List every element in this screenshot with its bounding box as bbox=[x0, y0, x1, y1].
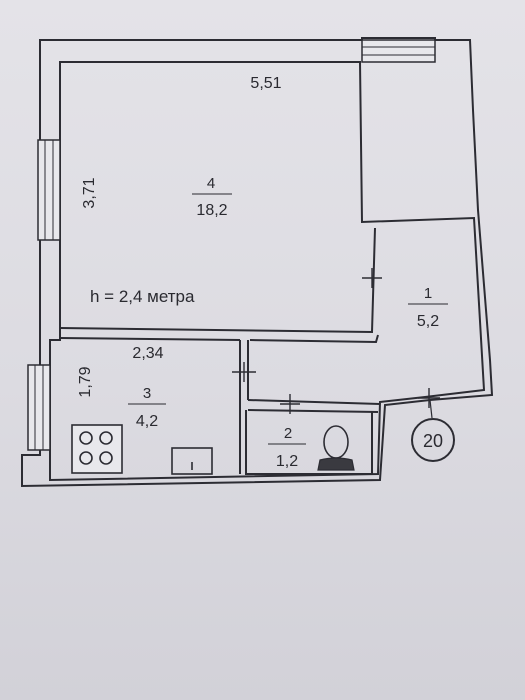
room-number: 1 bbox=[424, 285, 432, 302]
room-area: 5,2 bbox=[417, 313, 439, 330]
apartment-number-badge: 20 bbox=[411, 399, 455, 462]
room-1-label: 1 5,2 bbox=[408, 285, 448, 330]
inner-wall bbox=[49, 61, 486, 482]
outer-wall bbox=[21, 37, 494, 488]
room-number: 3 bbox=[143, 385, 151, 402]
window-icon bbox=[361, 39, 436, 63]
partition-wall bbox=[249, 334, 379, 344]
door-icon bbox=[418, 388, 440, 408]
kitchen-depth-dimension: 1,79 bbox=[77, 366, 94, 397]
room-area: 4,2 bbox=[136, 413, 158, 430]
room-number: 4 bbox=[207, 175, 215, 192]
room-number: 2 bbox=[284, 425, 292, 442]
room-area: 18,2 bbox=[196, 202, 227, 219]
door-icon bbox=[362, 268, 382, 288]
stove-icon bbox=[71, 424, 123, 474]
door-icon bbox=[232, 362, 256, 382]
overall-width-dimension: 5,51 bbox=[250, 75, 281, 92]
ceiling-height-note: h = 2,4 метра bbox=[90, 287, 195, 306]
sink-icon bbox=[171, 447, 213, 475]
room-2-label: 2 1,2 bbox=[268, 425, 306, 470]
partition-wall bbox=[247, 399, 381, 405]
window-icon bbox=[37, 139, 61, 241]
window-icon bbox=[27, 364, 51, 451]
room-area: 1,2 bbox=[276, 453, 298, 470]
kitchen-width-dimension: 2,34 bbox=[132, 345, 163, 362]
main-room-depth-dimension: 3,71 bbox=[81, 177, 98, 208]
room-4-label: 4 18,2 bbox=[192, 175, 232, 219]
partition-wall bbox=[247, 409, 379, 413]
apartment-number: 20 bbox=[423, 431, 443, 451]
door-icon bbox=[280, 394, 300, 414]
room-3-label: 3 4,2 bbox=[128, 385, 166, 430]
partition-wall bbox=[59, 227, 376, 334]
partition-wall bbox=[59, 337, 241, 341]
partition-wall bbox=[245, 410, 373, 475]
toilet-icon bbox=[317, 425, 355, 471]
